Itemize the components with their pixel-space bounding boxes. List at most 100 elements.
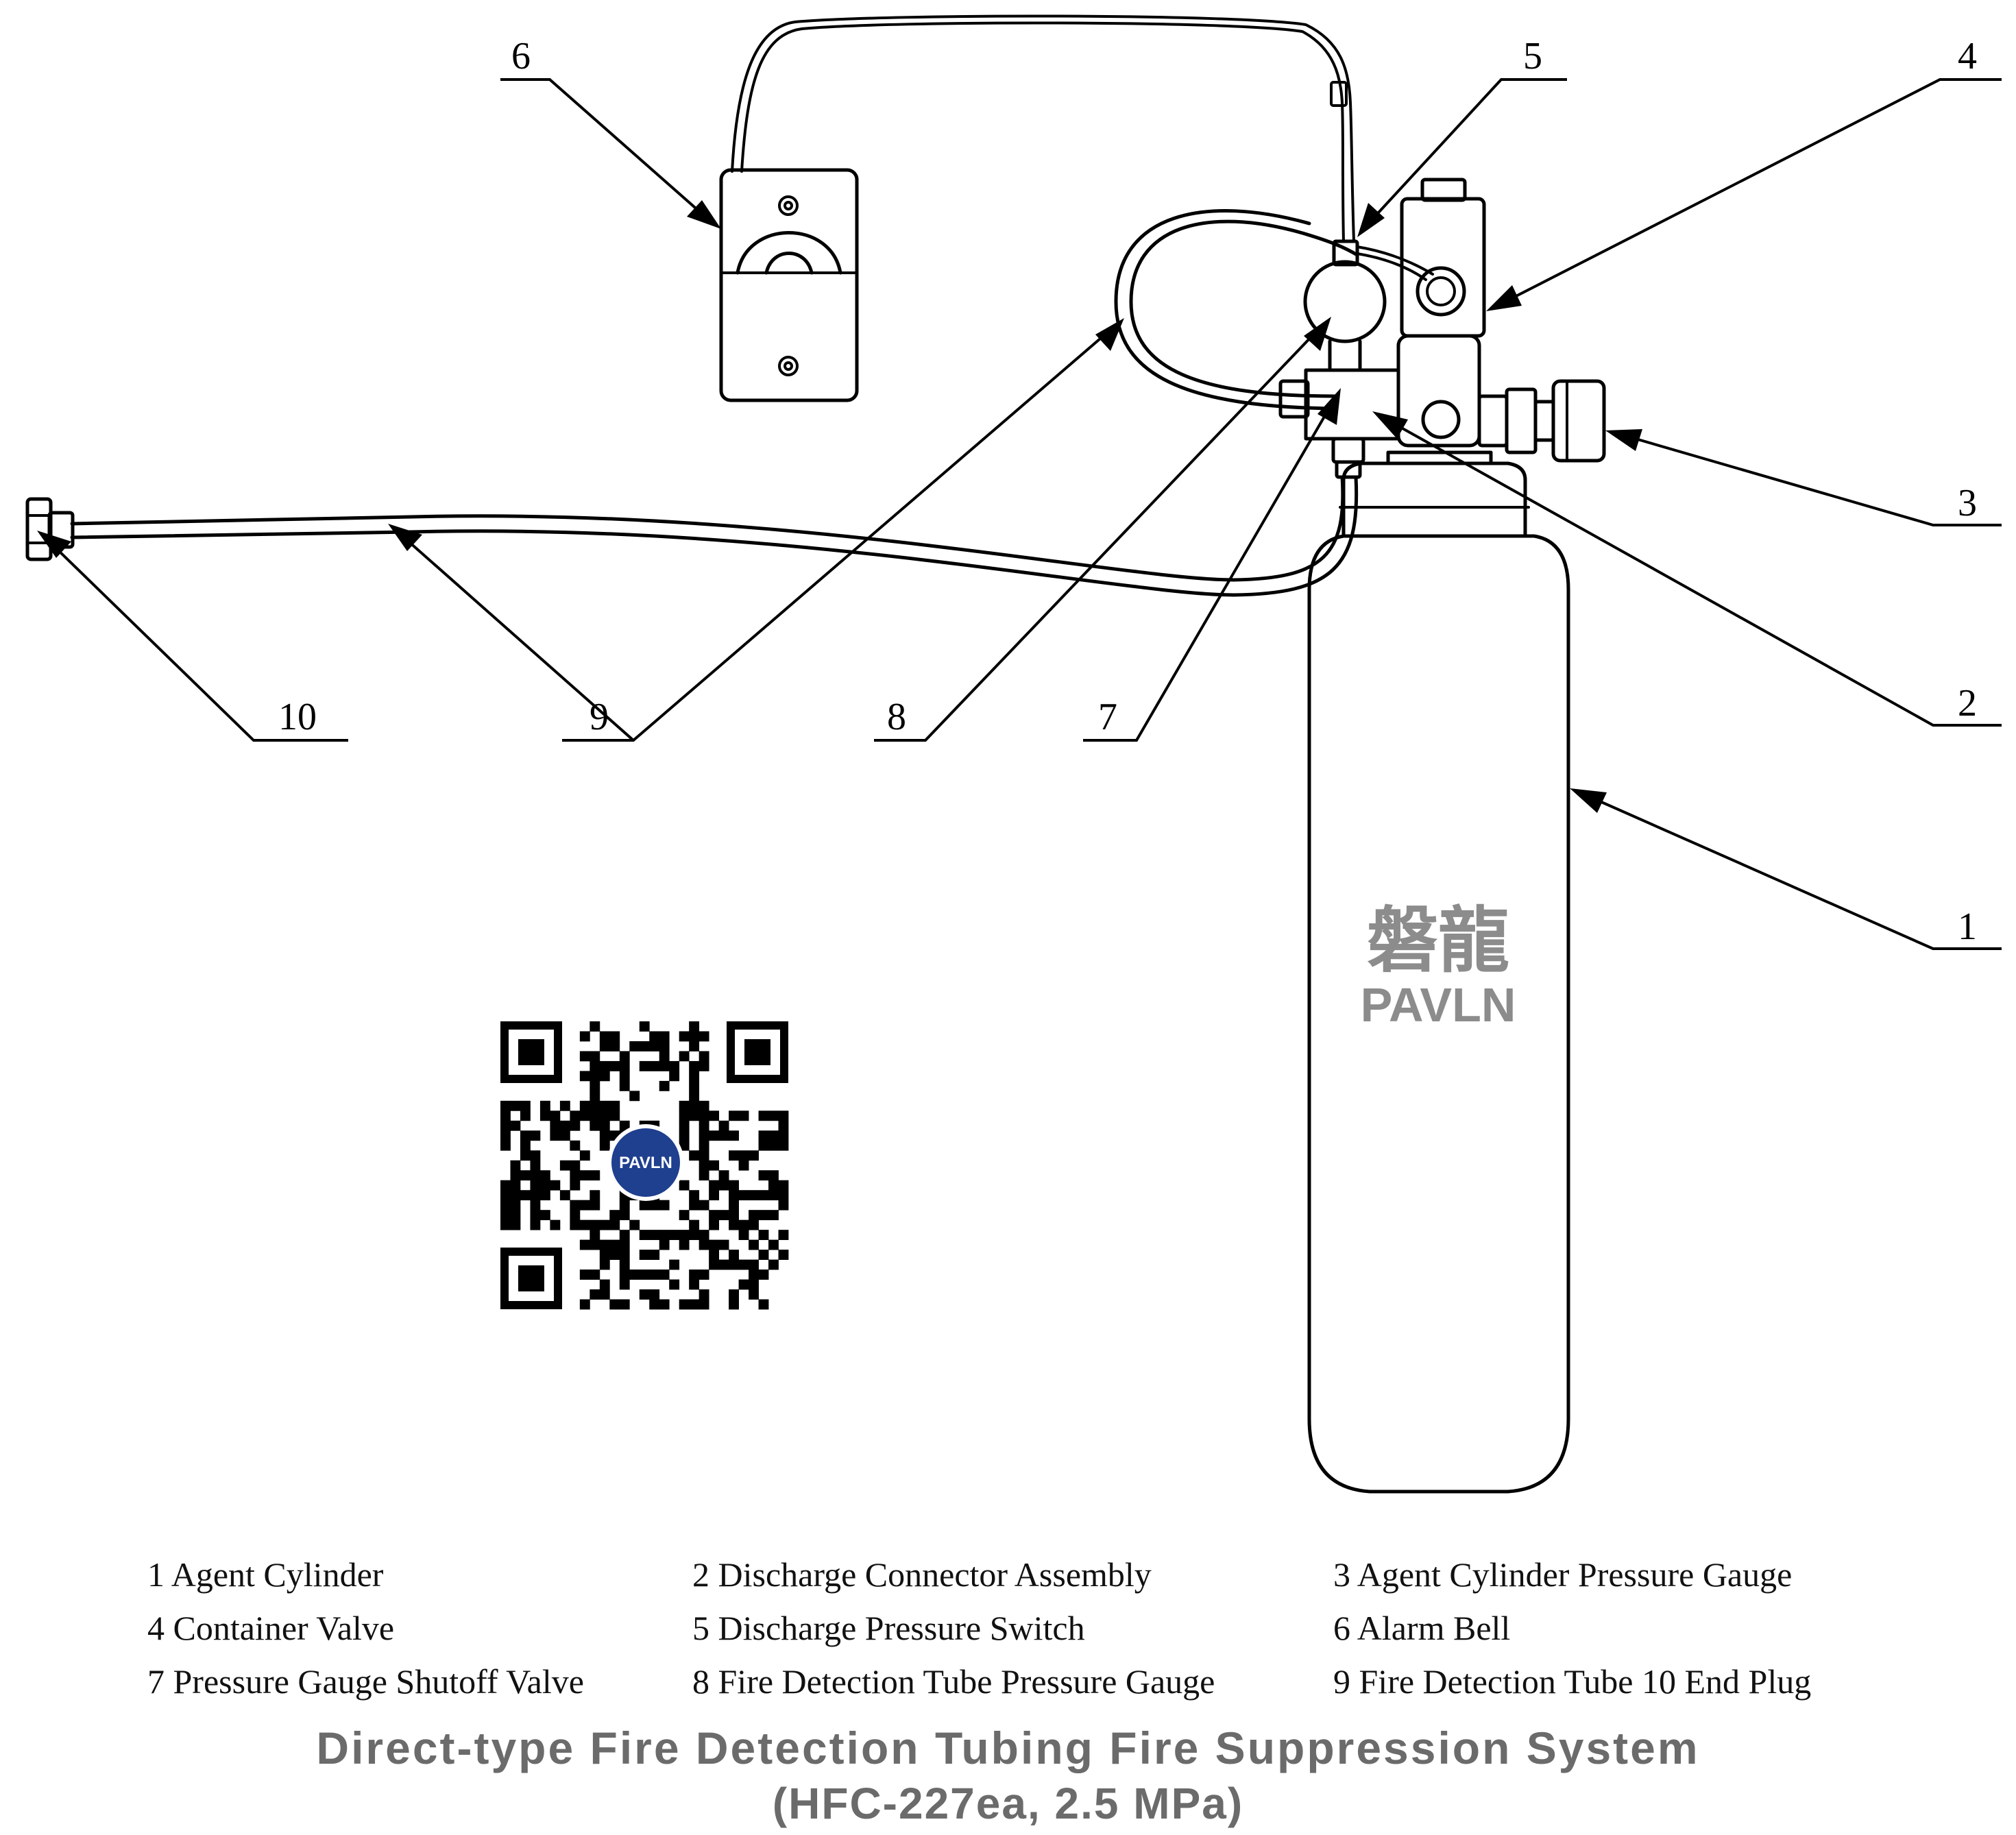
qr-module bbox=[539, 1170, 550, 1181]
qr-module bbox=[758, 1230, 769, 1241]
qr-module bbox=[778, 1130, 789, 1141]
qr-module bbox=[659, 1080, 670, 1091]
qr-module bbox=[619, 1299, 630, 1310]
qr-module bbox=[758, 1130, 769, 1141]
qr-module bbox=[718, 1180, 729, 1191]
qr-module bbox=[500, 1180, 511, 1191]
qr-module bbox=[619, 1200, 630, 1211]
legend-item: 4 Container Valve bbox=[147, 1609, 395, 1647]
qr-module bbox=[590, 1120, 600, 1131]
qr-module bbox=[570, 1210, 581, 1221]
qr-module bbox=[738, 1259, 749, 1270]
qr-module bbox=[709, 1210, 720, 1221]
qr-module bbox=[738, 1279, 749, 1290]
qr-module bbox=[510, 1219, 521, 1230]
qr-module bbox=[749, 1269, 759, 1280]
qr-module bbox=[590, 1100, 600, 1111]
qr-module bbox=[550, 1110, 561, 1121]
qr-module bbox=[530, 1160, 541, 1171]
qr-module bbox=[579, 1269, 590, 1280]
agent-cylinder-pressure-gauge bbox=[1551, 379, 1606, 463]
qr-module bbox=[550, 1130, 561, 1141]
qr-module bbox=[709, 1190, 720, 1201]
qr-module bbox=[659, 1060, 670, 1071]
qr-module bbox=[768, 1259, 779, 1270]
qr-module bbox=[659, 1299, 670, 1310]
qr-module bbox=[749, 1239, 759, 1250]
qr-module bbox=[699, 1239, 709, 1250]
qr-module bbox=[729, 1130, 739, 1141]
qr-module bbox=[718, 1120, 729, 1131]
qr-module bbox=[679, 1051, 690, 1062]
qr-module bbox=[689, 1279, 700, 1290]
qr-module bbox=[559, 1100, 570, 1111]
qr-module bbox=[590, 1021, 600, 1032]
qr-module bbox=[590, 1110, 600, 1121]
qr-module bbox=[709, 1180, 720, 1191]
qr-module bbox=[699, 1299, 709, 1310]
qr-module bbox=[639, 1230, 650, 1241]
qr-module bbox=[778, 1140, 789, 1151]
qr-module bbox=[699, 1200, 709, 1211]
qr-module bbox=[699, 1060, 709, 1071]
legend-item: 1 Agent Cylinder bbox=[147, 1555, 384, 1594]
qr-module bbox=[609, 1250, 620, 1260]
qr-module bbox=[689, 1071, 700, 1082]
qr-module bbox=[609, 1239, 620, 1250]
qr-module bbox=[729, 1190, 739, 1201]
qr-module bbox=[579, 1219, 590, 1230]
qr-module bbox=[659, 1239, 670, 1250]
qr-module bbox=[729, 1259, 739, 1270]
qr-module bbox=[599, 1120, 610, 1131]
legend-item: 5 Discharge Pressure Switch bbox=[692, 1609, 1085, 1647]
qr-module bbox=[758, 1269, 769, 1280]
qr-module bbox=[718, 1239, 729, 1250]
qr-module bbox=[689, 1060, 700, 1071]
qr-module bbox=[689, 1150, 700, 1161]
qr-module bbox=[570, 1140, 581, 1151]
fire-detection-tube-pressure-gauge bbox=[1303, 260, 1387, 372]
qr-module bbox=[590, 1289, 600, 1300]
qr-module bbox=[639, 1200, 650, 1211]
qr-module bbox=[599, 1140, 610, 1151]
qr-module bbox=[500, 1100, 511, 1111]
qr-module bbox=[609, 1219, 620, 1230]
qr-module bbox=[679, 1299, 690, 1310]
qr-module bbox=[758, 1299, 769, 1310]
qr-module bbox=[520, 1170, 531, 1181]
qr-module bbox=[510, 1100, 521, 1111]
qr-module bbox=[689, 1219, 700, 1230]
qr-module bbox=[619, 1230, 630, 1241]
qr-module bbox=[619, 1080, 630, 1091]
qr-module bbox=[570, 1120, 581, 1131]
qr-module bbox=[709, 1160, 720, 1171]
qr-module bbox=[599, 1239, 610, 1250]
qr-module bbox=[530, 1130, 541, 1141]
qr-module bbox=[699, 1269, 709, 1280]
qr-module bbox=[619, 1051, 630, 1062]
qr-module bbox=[649, 1299, 660, 1310]
qr-module bbox=[659, 1269, 670, 1280]
qr-module bbox=[539, 1210, 550, 1221]
qr-module bbox=[579, 1051, 590, 1062]
qr-module bbox=[689, 1269, 700, 1280]
qr-module bbox=[639, 1289, 650, 1300]
callout-3: 3 bbox=[1958, 482, 1977, 524]
qr-module bbox=[778, 1230, 789, 1241]
qr-module bbox=[520, 1190, 531, 1201]
qr-module bbox=[679, 1140, 690, 1151]
qr-module bbox=[550, 1180, 561, 1191]
qr-module bbox=[659, 1200, 670, 1211]
qr-module bbox=[500, 1200, 511, 1211]
qr-module bbox=[649, 1200, 660, 1211]
qr-module bbox=[659, 1041, 670, 1052]
qr-module bbox=[718, 1210, 729, 1221]
qr-module bbox=[599, 1279, 610, 1290]
qr-module bbox=[510, 1180, 521, 1191]
qr-module bbox=[629, 1219, 640, 1230]
qr-module bbox=[629, 1269, 640, 1280]
qr-module bbox=[689, 1230, 700, 1241]
alarm-wire bbox=[731, 14, 1355, 243]
qr-module bbox=[778, 1180, 789, 1191]
